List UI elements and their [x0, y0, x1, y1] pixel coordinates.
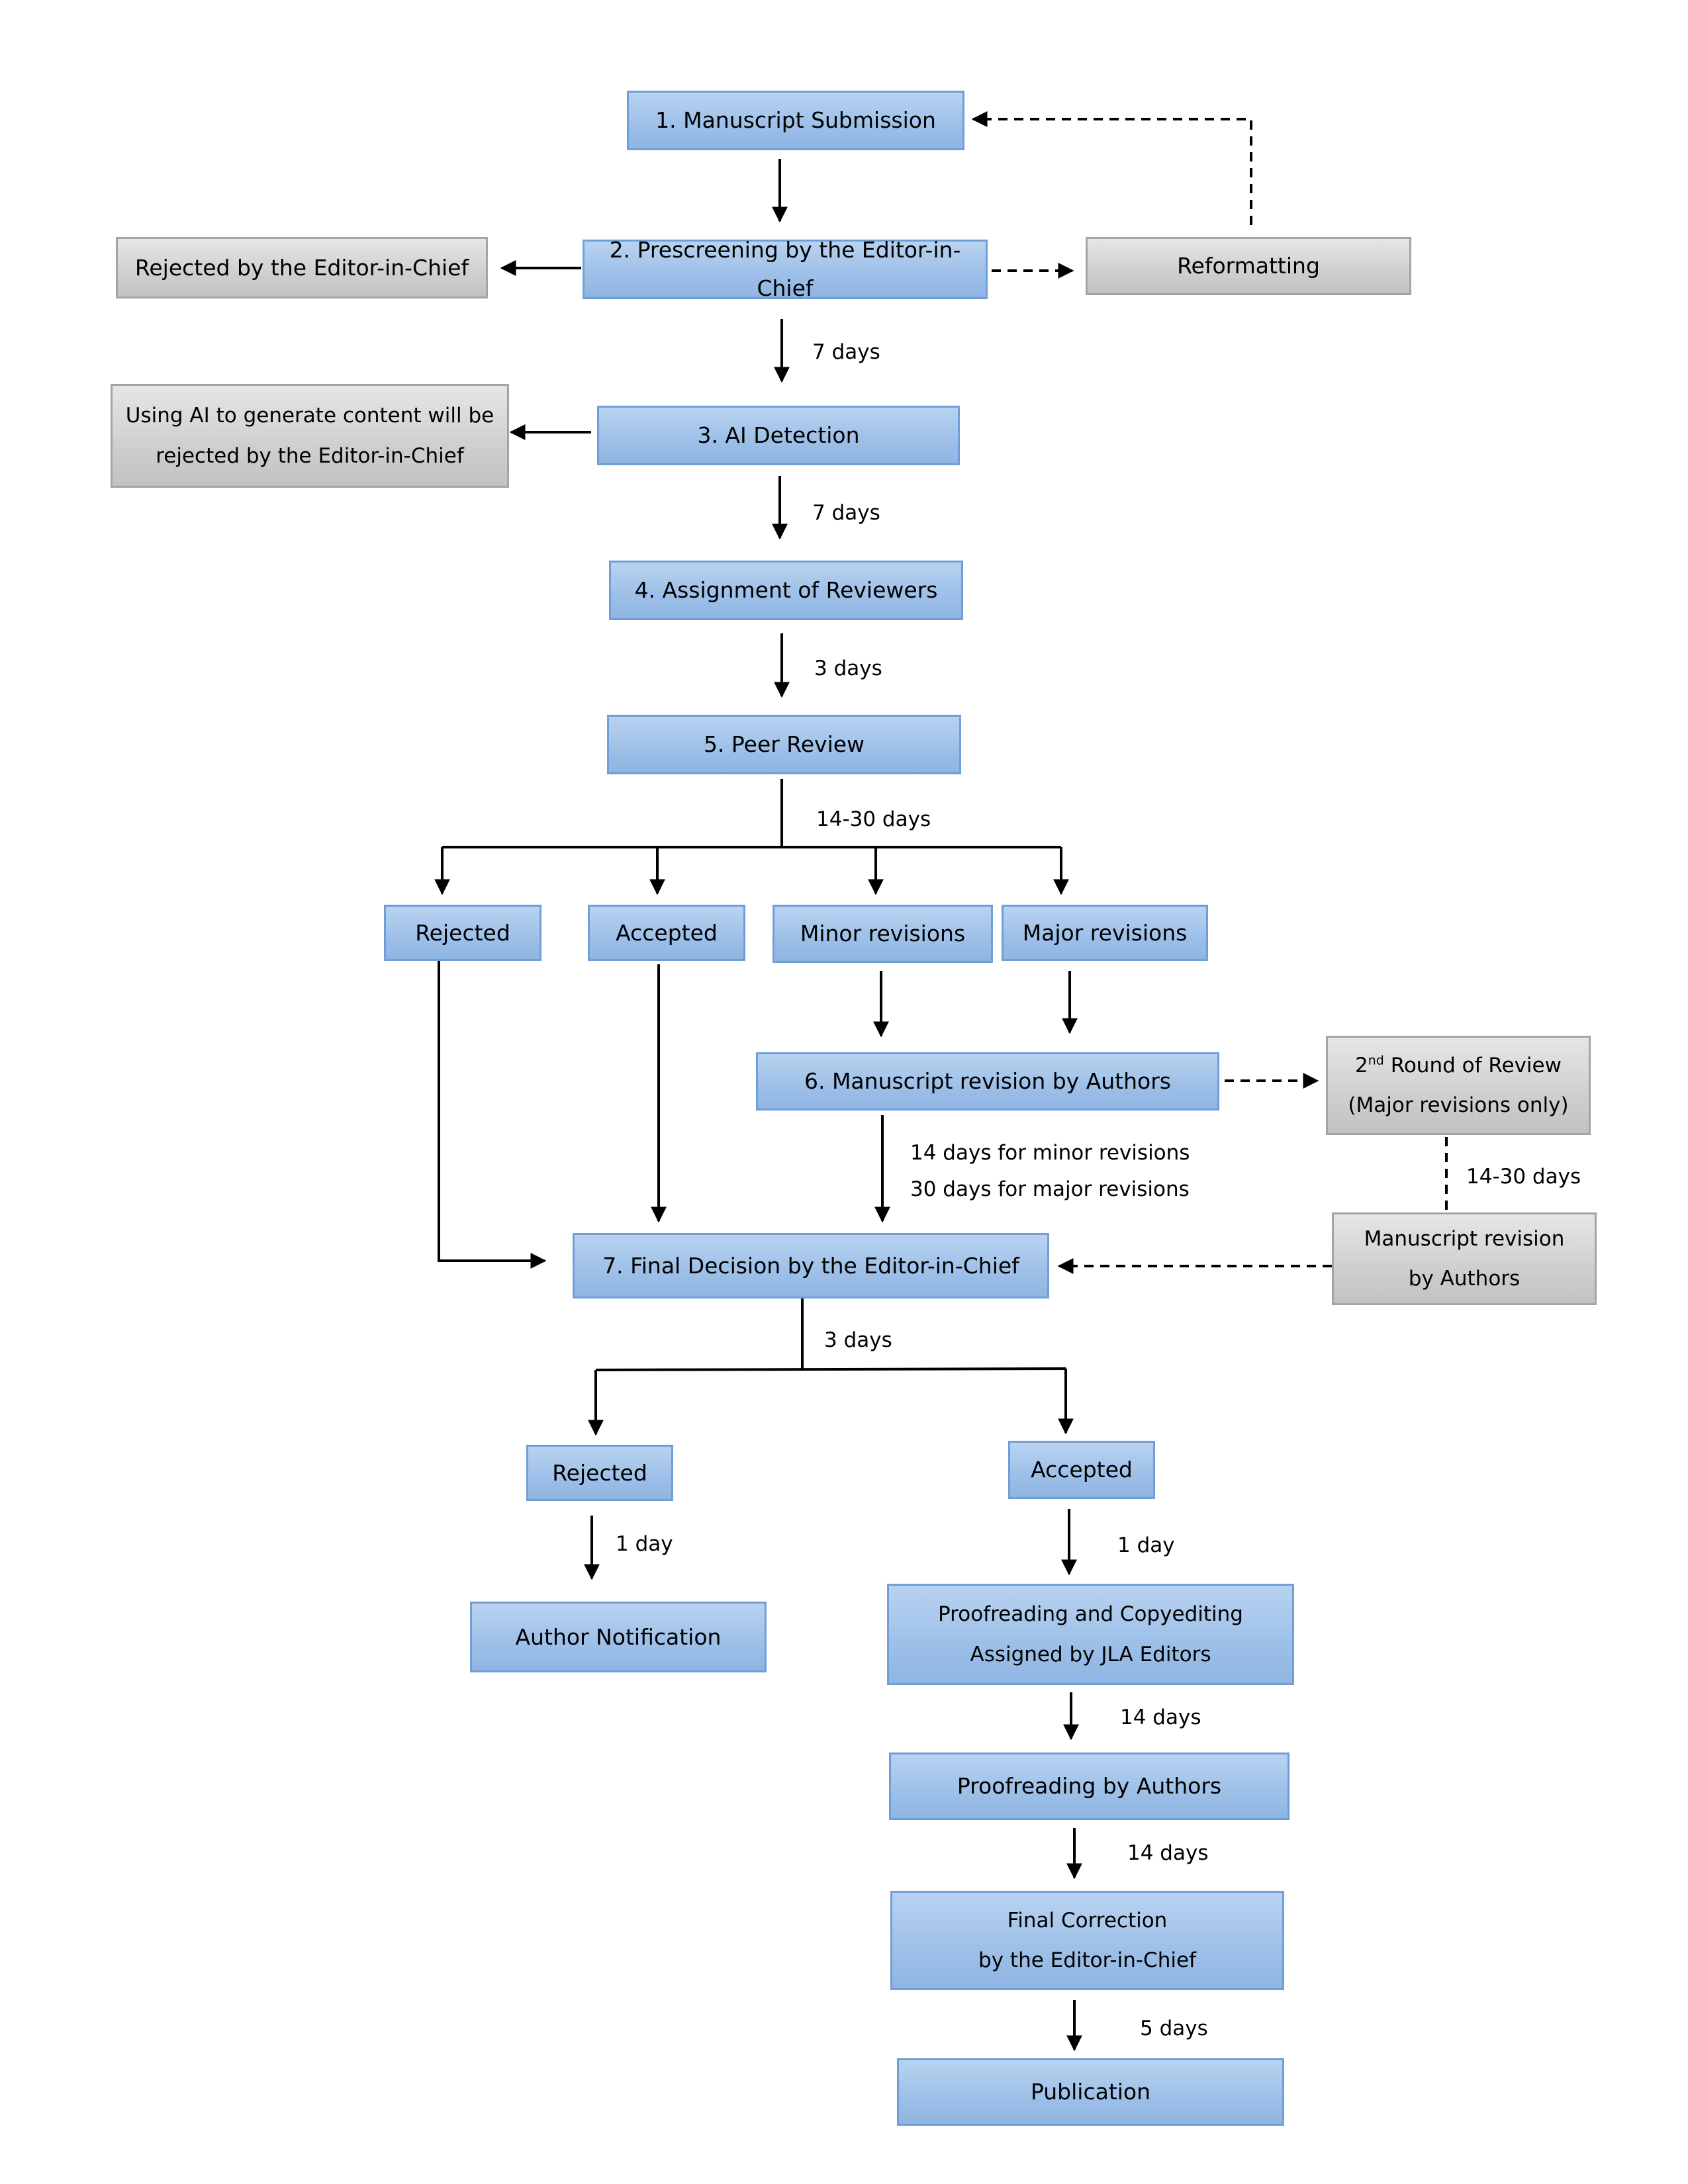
node-second-round-review: 2nd Round of Review (Major revisions onl… [1326, 1036, 1591, 1135]
round-text: Round of Review [1383, 1053, 1562, 1077]
duration-accepted-copyediting: 1 day [1117, 1533, 1175, 1557]
node-manuscript-revision-authors: 6. Manuscript revision by Authors [756, 1052, 1219, 1111]
node-label-line2: (Major revisions only) [1348, 1093, 1569, 1117]
node-author-notification: Author Notification [470, 1602, 767, 1672]
duration-assignment-review: 3 days [814, 657, 882, 680]
node-label: Rejected [552, 1459, 647, 1486]
node-final-correction: Final Correction by the Editor-in-Chief [890, 1891, 1284, 1990]
ordinal-number: 2 [1355, 1053, 1368, 1077]
duration-second-round: 14-30 days [1466, 1165, 1581, 1189]
node-label: 6. Manuscript revision by Authors [804, 1068, 1171, 1095]
edge-reformatting-submission [971, 111, 1252, 225]
node-label: Publication [1030, 2079, 1151, 2105]
node-accepted-review: Accepted [588, 905, 745, 961]
node-rejected-decision: Rejected [526, 1445, 673, 1501]
duration-decision-outcomes: 3 days [824, 1328, 892, 1352]
duration-rejected-notification: 1 day [616, 1532, 673, 1556]
node-label: Accepted [1031, 1457, 1133, 1483]
duration-ai-assignment: 7 days [812, 501, 880, 525]
node-proofreading-authors: Proofreading by Authors [889, 1752, 1289, 1820]
node-publication: Publication [897, 2058, 1284, 2126]
duration-revision-minor: 14 days for minor revisions [910, 1141, 1190, 1165]
node-label: Proofreading by Authors [957, 1773, 1222, 1799]
duration-prescreen-ai: 7 days [812, 340, 880, 364]
ordinal-suffix: nd [1368, 1053, 1384, 1068]
edge-decision-bus [595, 1367, 1066, 1371]
node-label-line2: by the Editor-in-Chief [978, 1948, 1196, 1972]
node-label: 5. Peer Review [703, 731, 865, 758]
node-label: Rejected by the Editor-in-Chief [134, 254, 469, 281]
node-label: Minor revisions [800, 921, 966, 947]
node-label-line2: by Authors [1408, 1267, 1521, 1291]
node-proofreading-copyediting: Proofreading and Copyediting Assigned by… [887, 1584, 1294, 1685]
node-label: Accepted [616, 919, 718, 946]
node-assignment-of-reviewers: 4. Assignment of Reviewers [609, 561, 963, 620]
node-label-line2: Assigned by JLA Editors [970, 1642, 1211, 1666]
node-label: 1. Manuscript Submission [655, 107, 936, 134]
node-label: Major revisions [1022, 919, 1188, 946]
node-label: Reformatting [1177, 253, 1320, 279]
node-peer-review: 5. Peer Review [607, 715, 961, 774]
node-prescreening: 2. Prescreening by the Editor-in-Chief [583, 237, 988, 301]
node-reformatting: Reformatting [1086, 237, 1411, 295]
duration-authors-final-correction: 14 days [1127, 1841, 1209, 1865]
edge-rejected-final [438, 961, 547, 1269]
node-label: 3. AI Detection [697, 422, 860, 449]
node-label-line1: 2nd Round of Review [1355, 1046, 1562, 1085]
node-label: 7. Final Decision by the Editor-in-Chief [602, 1252, 1019, 1279]
duration-final-correction-publication: 5 days [1140, 2017, 1208, 2040]
node-label-line2: rejected by the Editor-in-Chief [156, 443, 464, 468]
node-rejected-by-editor: Rejected by the Editor-in-Chief [116, 237, 488, 298]
node-label: Rejected [415, 919, 510, 946]
node-label: 2. Prescreening by the Editor-in-Chief [609, 237, 961, 301]
node-label-line1: Using AI to generate content will be [125, 404, 494, 428]
duration-copyediting-authors: 14 days [1120, 1706, 1201, 1729]
node-minor-revisions: Minor revisions [773, 905, 993, 963]
node-ai-rejected: Using AI to generate content will be rej… [111, 384, 509, 488]
node-label-line1: Manuscript revision [1364, 1226, 1565, 1251]
node-label-line1: Final Correction [1007, 1908, 1168, 1933]
node-manuscript-revision-second: Manuscript revision by Authors [1332, 1212, 1597, 1305]
node-major-revisions: Major revisions [1002, 905, 1208, 961]
node-accepted-decision: Accepted [1008, 1441, 1155, 1499]
node-manuscript-submission: 1. Manuscript Submission [627, 91, 964, 150]
node-label: Author Notification [515, 1623, 722, 1650]
node-ai-detection: 3. AI Detection [597, 406, 960, 465]
duration-revision-major: 30 days for major revisions [910, 1177, 1190, 1201]
node-final-decision: 7. Final Decision by the Editor-in-Chief [573, 1233, 1049, 1298]
node-rejected-review: Rejected [384, 905, 541, 961]
node-label-line1: Proofreading and Copyediting [938, 1602, 1243, 1627]
duration-review-outcomes: 14-30 days [816, 807, 931, 831]
node-label: 4. Assignment of Reviewers [634, 577, 938, 604]
